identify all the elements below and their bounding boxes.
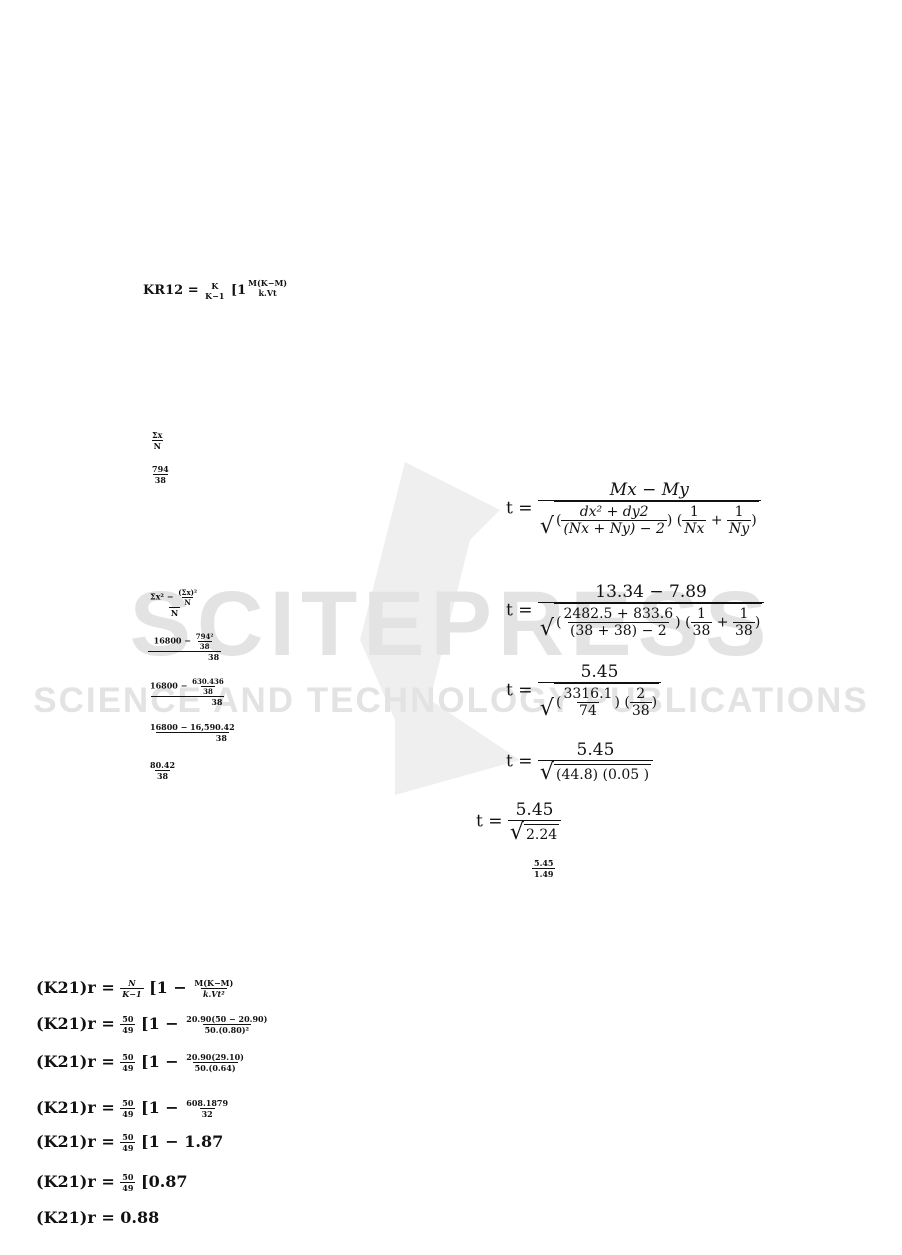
- t-test-line-1: t = Mx − My √(dx² + dy2(Nx + Ny) − 2) (1…: [506, 480, 761, 538]
- variance-step-5: 80.42 38: [150, 760, 176, 781]
- kr12-eq: =: [187, 283, 199, 298]
- variance-step-4: 16800 − 16,590.42 38: [150, 722, 235, 743]
- kr12-lhs: KR12: [143, 283, 184, 298]
- watermark-tagline: SCIENCE AND TECHNOLOGY PUBLICATIONS: [33, 681, 869, 720]
- watermark-brand: SCITEPRESS: [130, 573, 773, 675]
- kr12-formula: KR12 = K K−1 [1 M(K−M) k.Vt: [143, 278, 289, 301]
- kr12-k-fraction: K K−1: [205, 280, 225, 301]
- k21-line-7: (K21)r = 0.88: [36, 1208, 160, 1227]
- t-test-line-5: t = 5.45 √2.24: [476, 800, 562, 844]
- t-test-line-4: t = 5.45 √(44.8) (0.05 ): [506, 740, 654, 784]
- t-test-line-2: t = 13.34 − 7.89 √(2482.5 + 833.6(38 + 3…: [506, 582, 765, 640]
- kr12-superscript: M(K−M) k.Vt: [248, 278, 288, 298]
- watermark-shield-shape: [360, 462, 520, 795]
- kr12-bracket: [1: [230, 283, 247, 298]
